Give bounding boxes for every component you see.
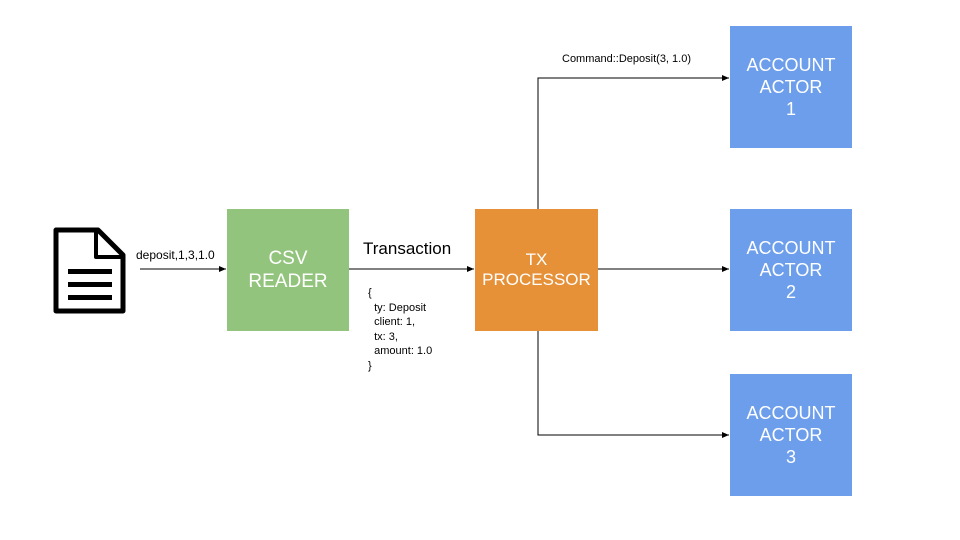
arrow-processor-to-actor-3 [537,331,729,438]
csv-reader-box: CSV READER [227,209,349,331]
payload-open-brace: { [368,287,372,299]
account-actor-3-line-1: ACCOUNT [746,403,836,423]
payload-close-brace: } [368,359,372,372]
csv-reader-label-line-2: READER [248,271,328,292]
payload-field-amount: amount: 1.0 [374,345,433,357]
command-label: Command::Deposit(3, 1.0) [562,53,691,65]
csv-reader-label-line-1: CSV [268,248,308,269]
input-line-label: deposit,1,3,1.0 [136,248,215,262]
account-actor-1-line-1: ACCOUNT [746,55,836,75]
account-actor-1-box: ACCOUNT ACTOR 1 [730,26,852,148]
payload-field-tx: tx: 3, [374,330,398,343]
transaction-payload: { ty: Deposit client: 1, tx: 3, amount: … [368,286,432,373]
account-actor-2-line-2: ACTOR [759,260,823,280]
tx-processor-box: TX PROCESSOR [475,209,598,331]
transaction-label: Transaction [363,239,452,258]
account-actor-1-line-2: ACTOR [759,77,823,97]
account-actor-2-box: ACCOUNT ACTOR 2 [730,209,852,331]
tx-processor-label-line-1: TX [525,250,548,269]
document-icon [53,227,126,314]
account-actor-2-line-1: ACCOUNT [746,238,836,258]
account-actor-3-line-3: 3 [785,447,796,467]
account-actor-2-line-3: 2 [785,282,796,302]
arrow-processor-to-actor-1 [537,75,729,209]
payload-field-client: client: 1, [374,316,416,328]
tx-processor-label-line-2: PROCESSOR [482,270,591,289]
account-actor-3-line-2: ACTOR [759,425,823,445]
account-actor-1-line-3: 1 [785,99,796,119]
payload-field-ty: ty: Deposit [374,301,427,314]
account-actor-3-box: ACCOUNT ACTOR 3 [730,374,852,496]
